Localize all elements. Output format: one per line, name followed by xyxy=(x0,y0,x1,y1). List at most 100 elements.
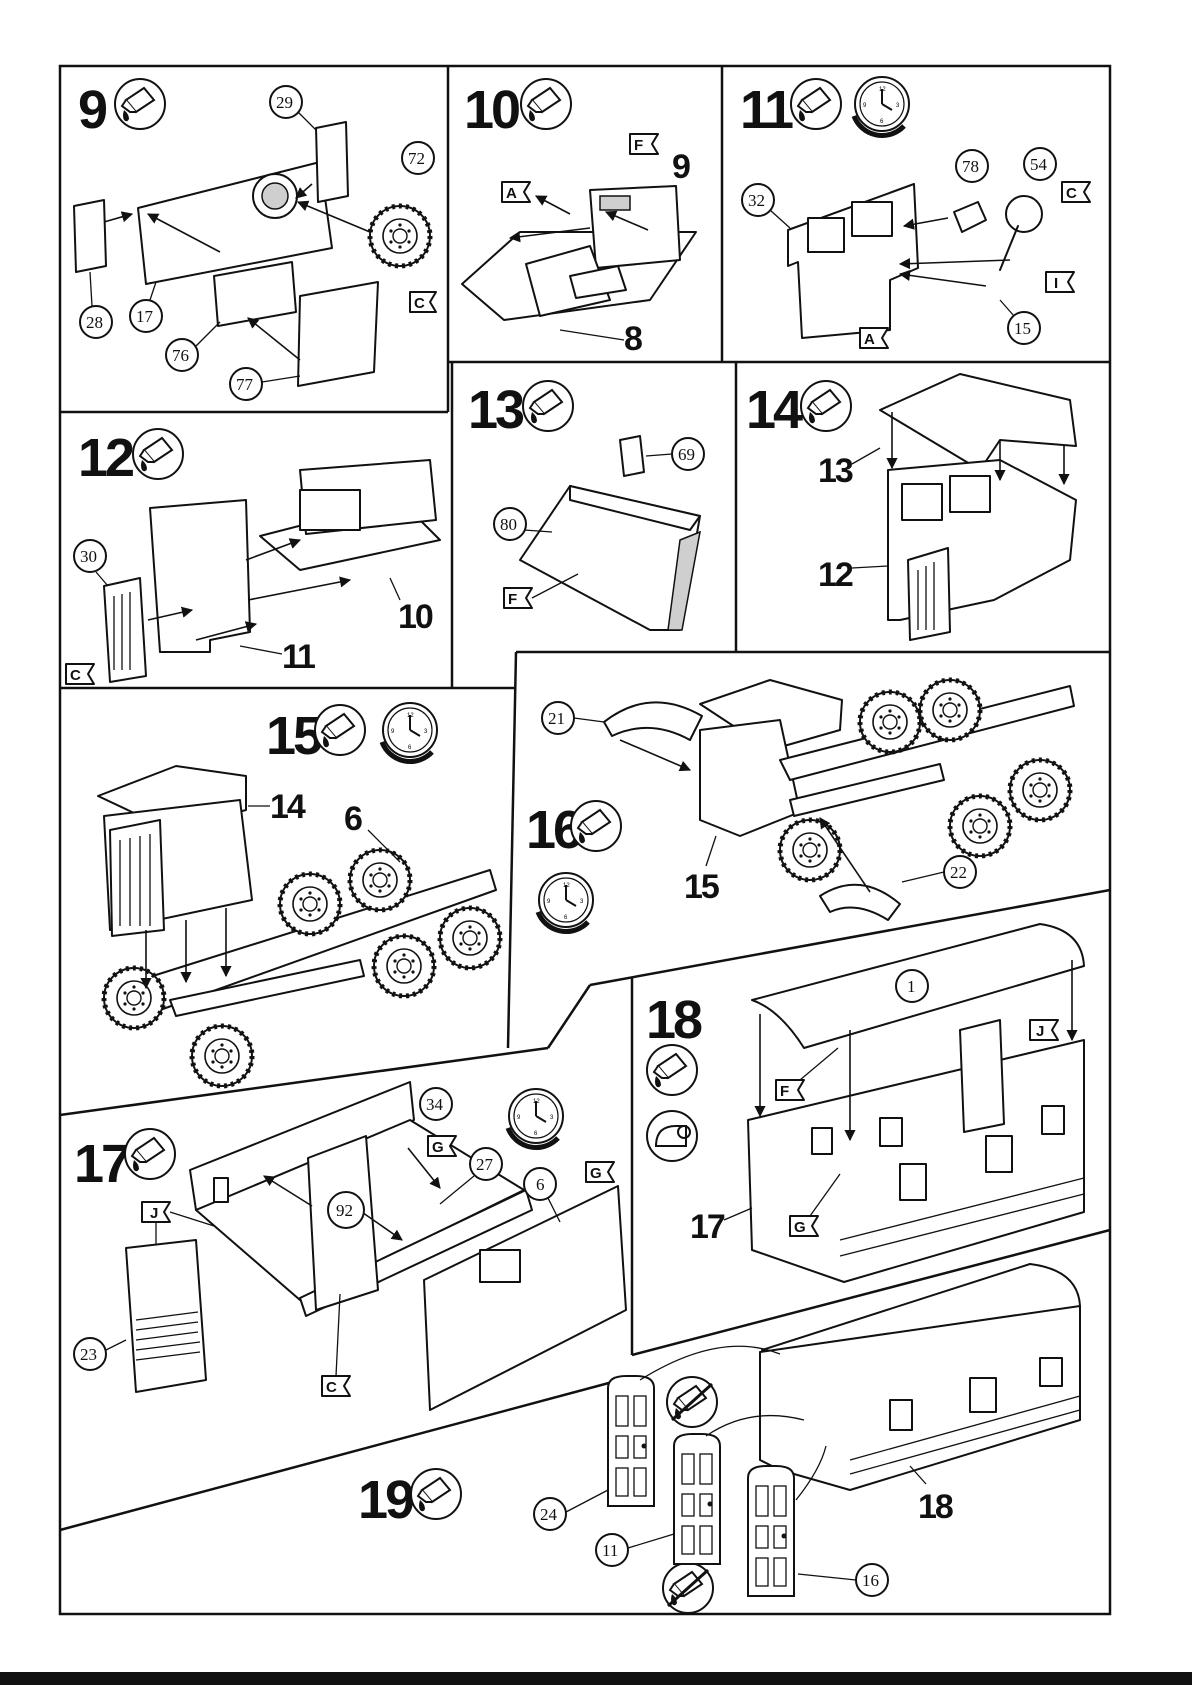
svg-text:A: A xyxy=(506,185,517,202)
svg-text:78: 78 xyxy=(962,157,979,176)
part-drawing-cab-floor xyxy=(462,186,696,320)
callout-16: 16 xyxy=(798,1564,888,1596)
callout-69: 69 xyxy=(646,438,704,470)
color-flag-f: F xyxy=(630,134,658,154)
clock-wait-icon xyxy=(382,703,437,761)
callout-30: 30 xyxy=(74,540,108,586)
color-flag-g-right: G xyxy=(586,1162,614,1182)
svg-text:27: 27 xyxy=(476,1155,494,1174)
svg-text:A: A xyxy=(864,331,875,348)
svg-text:6: 6 xyxy=(536,1175,545,1194)
svg-text:C: C xyxy=(1066,185,1077,202)
svg-text:I: I xyxy=(1054,275,1058,292)
svg-text:16: 16 xyxy=(862,1571,879,1590)
part-drawing-cab-front xyxy=(788,184,1042,338)
clock-wait-icon xyxy=(538,873,593,931)
svg-text:21: 21 xyxy=(548,709,565,728)
callout-23: 23 xyxy=(74,1338,126,1370)
part-label-17: 17 xyxy=(690,1208,725,1246)
svg-text:69: 69 xyxy=(678,445,695,464)
svg-text:11: 11 xyxy=(602,1541,618,1560)
callout-17: 17 xyxy=(130,282,162,332)
svg-text:22: 22 xyxy=(950,863,967,882)
no-glue-icon-lower xyxy=(663,1563,713,1613)
step-number: 19 xyxy=(358,1470,414,1530)
color-flag-c: C xyxy=(322,1294,350,1396)
callout-34: 34 xyxy=(420,1088,452,1120)
glue-icon xyxy=(133,429,183,479)
callout-29: 29 xyxy=(270,86,316,130)
step-17: 17 34 27 92 6 xyxy=(74,1082,626,1410)
part-drawing-body-panel xyxy=(74,122,430,386)
svg-text:J: J xyxy=(150,1205,158,1222)
step-number: 9 xyxy=(78,80,107,140)
part-label-18: 18 xyxy=(918,1488,953,1526)
color-flag-c: C xyxy=(410,292,436,312)
svg-text:15: 15 xyxy=(1014,319,1031,338)
callout-77: 77 xyxy=(230,368,300,400)
part-label-10: 10 xyxy=(398,598,433,636)
glue-icon xyxy=(125,1129,175,1179)
glue-icon xyxy=(647,1045,697,1095)
color-flag-f: F xyxy=(776,1048,838,1100)
callout-72: 72 xyxy=(402,142,434,174)
callout-32: 32 xyxy=(742,184,790,228)
svg-text:92: 92 xyxy=(336,1201,353,1220)
color-flag-c: C xyxy=(66,664,94,684)
step-15: 15 14 6 xyxy=(98,703,500,1086)
color-flag-c: C xyxy=(1062,182,1090,202)
glue-icon xyxy=(315,705,365,755)
bottom-rule xyxy=(0,1672,1192,1685)
svg-text:C: C xyxy=(414,295,425,312)
part-label-14: 14 xyxy=(270,788,306,826)
callout-28: 28 xyxy=(80,272,112,338)
svg-text:C: C xyxy=(326,1379,337,1396)
step-number: 18 xyxy=(646,990,702,1050)
clock-wait-icon xyxy=(854,77,909,135)
part-drawing-cab-seat xyxy=(520,436,700,630)
color-flag-a: A xyxy=(860,328,888,348)
callout-78: 78 xyxy=(956,150,988,182)
glue-icon xyxy=(523,381,573,431)
svg-text:77: 77 xyxy=(236,375,254,394)
svg-text:76: 76 xyxy=(172,346,189,365)
callout-24: 24 xyxy=(534,1490,608,1530)
part-drawing-chassis-with-fenders xyxy=(604,680,1074,920)
step-number: 14 xyxy=(746,380,803,440)
callout-6: 6 xyxy=(524,1168,560,1222)
svg-text:J: J xyxy=(1036,1023,1044,1040)
svg-text:32: 32 xyxy=(748,191,765,210)
svg-text:54: 54 xyxy=(1030,155,1048,174)
callout-1: 1 xyxy=(896,970,928,1002)
svg-text:29: 29 xyxy=(276,93,293,112)
color-flag-f: F xyxy=(504,574,578,608)
glue-icon xyxy=(411,1469,461,1519)
step-10: 10 9 8 A F xyxy=(462,79,696,358)
callout-92: 92 xyxy=(328,1192,364,1228)
callout-76: 76 xyxy=(166,322,220,371)
part-label-15: 15 xyxy=(684,868,719,906)
part-drawing-truck-body-doors xyxy=(608,1264,1080,1596)
color-flag-i: I xyxy=(1046,272,1074,292)
svg-text:G: G xyxy=(794,1219,806,1236)
callout-15: 15 xyxy=(1000,300,1040,344)
svg-text:28: 28 xyxy=(86,313,103,332)
callout-21: 21 xyxy=(542,702,604,734)
svg-text:24: 24 xyxy=(540,1505,558,1524)
svg-text:30: 30 xyxy=(80,547,97,566)
step-number: 10 xyxy=(464,80,519,140)
part-label-13: 13 xyxy=(818,452,853,490)
part-label-8: 8 xyxy=(624,320,642,358)
step-16: 16 21 15 22 xyxy=(526,680,1074,931)
step-12: 12 30 11 10 C xyxy=(66,428,440,684)
step-number: 13 xyxy=(468,380,524,440)
step-number: 15 xyxy=(266,706,322,766)
svg-text:23: 23 xyxy=(80,1345,97,1364)
part-label-11: 11 xyxy=(282,638,315,676)
part-label-6: 6 xyxy=(344,800,362,838)
decal-water-icon xyxy=(647,1111,697,1161)
part-drawing-cab-with-roof xyxy=(880,374,1076,640)
svg-text:F: F xyxy=(780,1083,789,1100)
glue-icon xyxy=(801,381,851,431)
